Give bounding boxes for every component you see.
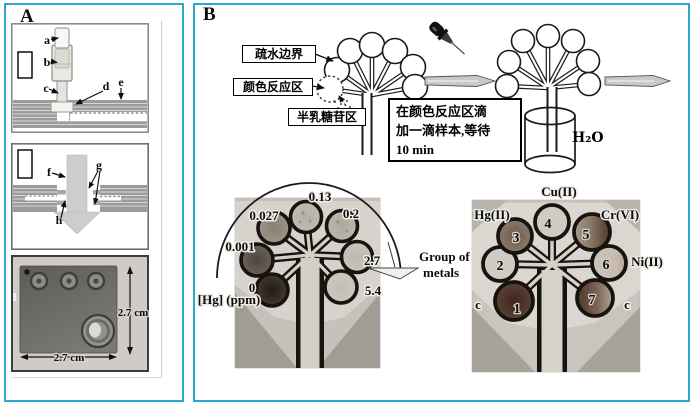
part-callouts: f g h: [47, 158, 102, 227]
galactoside-pointer-arrow: [338, 95, 347, 107]
label-g: g: [96, 158, 102, 172]
instruction-line-1: 在颜色反应区滴: [396, 104, 488, 119]
concentration-labels: 0 0.001 0.027 0.13 0.2 2.7 5.4 [Hg] (ppm…: [196, 188, 383, 309]
metal-labels: Hg(II) Cu(II) Cr(VI) Ni(II) c c: [473, 183, 665, 314]
label-h: h: [56, 213, 63, 227]
well-hg-0: [254, 272, 290, 308]
well-6: [590, 244, 628, 282]
color-reaction-zone-circle: [316, 75, 344, 103]
conc-27: 2.7: [364, 253, 381, 268]
well-number-3: 3: [513, 231, 520, 246]
metals-assay-photo: 1 2 3 4 5 6 7: [471, 199, 641, 373]
well-5: [572, 212, 612, 252]
well-hg-0027: [256, 210, 292, 246]
well-hg-013: [288, 199, 324, 235]
well-number-6: 6: [603, 258, 610, 273]
instruction-box: 在颜色反应区滴 加一滴样本,等待 10 min: [388, 98, 522, 162]
conc-02: 0.2: [343, 206, 359, 221]
height-dimension-label: 2.7 cm: [118, 307, 149, 319]
well-number-5: 5: [583, 228, 590, 243]
instruction-line-2: 加一滴样本,等待: [396, 123, 491, 138]
channel-slot-left: [25, 195, 57, 201]
well-hg-27: [339, 239, 375, 275]
hg-assay-photo: [234, 197, 381, 369]
page-edge-shadow-bottom: [11, 377, 162, 378]
label-hg: Hg(II): [474, 207, 509, 222]
missing-glyph-box: [17, 51, 33, 79]
well-number-2: 2: [497, 259, 504, 274]
flow-arrow-icon-2: [604, 75, 672, 87]
conc-54: 5.4: [365, 283, 382, 298]
metals-caption-line1: Group of: [419, 249, 470, 264]
hydrophobic-pointer-arrow: [314, 53, 334, 62]
metals-leader: [367, 241, 420, 280]
well-3: [496, 217, 534, 255]
part-callouts: a b c d e: [43, 33, 124, 105]
label-ni: Ni(II): [631, 254, 663, 269]
channel-slot-right: [100, 195, 121, 201]
well-numbers: 1 2 3 4 5 6 7: [495, 216, 611, 319]
well-hg-02: [324, 208, 360, 244]
label-c: c: [43, 81, 49, 95]
syringe-assembly: [50, 27, 74, 113]
metals-caption-line2: metals: [423, 265, 459, 280]
hg-axis-label: [Hg] (ppm): [198, 292, 260, 307]
well-number-7: 7: [589, 293, 596, 308]
outlet-channel: [70, 112, 147, 121]
device-schematic-right: [494, 23, 602, 174]
conc-0001: 0.001: [225, 239, 254, 254]
assembly-top-diagram: a b c d e: [11, 23, 149, 133]
press-arrow-icon: [53, 154, 101, 235]
substrate-layers: [13, 100, 147, 128]
missing-glyph-box: [17, 149, 33, 179]
label-f: f: [47, 165, 52, 179]
page-edge-shadow: [161, 21, 162, 377]
control-label-right: c: [624, 297, 630, 312]
label-b: b: [44, 55, 51, 69]
panel-b: B: [193, 3, 690, 402]
panel-a: A: [4, 3, 184, 402]
alignment-dot: [24, 269, 30, 275]
control-label-left: c: [475, 297, 481, 312]
inlet-wells: [29, 271, 106, 291]
panel-a-label: A: [20, 6, 34, 27]
label-d: d: [103, 79, 110, 93]
well-number-1: 1: [514, 302, 521, 317]
hydrophobic-boundary-label: 疏水边界: [242, 45, 316, 63]
flow-arrow-icon-1: [424, 75, 497, 87]
label-a: a: [44, 33, 50, 47]
panel-b-label: B: [203, 4, 216, 25]
label-e: e: [118, 75, 124, 89]
well-4: [533, 203, 571, 241]
conc-0027: 0.027: [249, 208, 279, 223]
well-number-4: 4: [545, 217, 552, 232]
instruction-line-3: 10 min: [396, 142, 434, 157]
label-cu: Cu(II): [541, 184, 576, 199]
well-7: [575, 278, 615, 318]
label-cr: Cr(VI): [601, 207, 639, 222]
conc-0: 0: [249, 280, 256, 295]
concentration-arc: [216, 182, 402, 279]
dropper-icon: [429, 21, 465, 55]
well-hg-0001: [239, 242, 275, 278]
assembly-mid-diagram: f g h: [11, 143, 149, 250]
beaker-icon: [524, 106, 576, 174]
edge-tick: [13, 293, 16, 301]
water-label: H₂O: [572, 130, 604, 146]
part-d-nut: [50, 101, 74, 113]
chip-photo: 2.7 cm 2.7 cm: [11, 255, 149, 372]
color-reaction-zone-label: 颜色反应区: [233, 78, 313, 96]
panel-b-graphics: 0 0.001 0.027 0.13 0.2 2.7 5.4 [Hg] (ppm…: [196, 21, 672, 373]
galactoside-zone-label: 半乳糖苷区: [288, 108, 366, 126]
well-hg-54: [323, 269, 359, 305]
droplet-well: [80, 313, 116, 349]
well-1: [493, 280, 535, 322]
width-dimension-label: 2.7 cm: [54, 352, 85, 364]
conc-013: 0.13: [309, 189, 332, 204]
color-zone-pointer-arrow: [311, 83, 326, 91]
